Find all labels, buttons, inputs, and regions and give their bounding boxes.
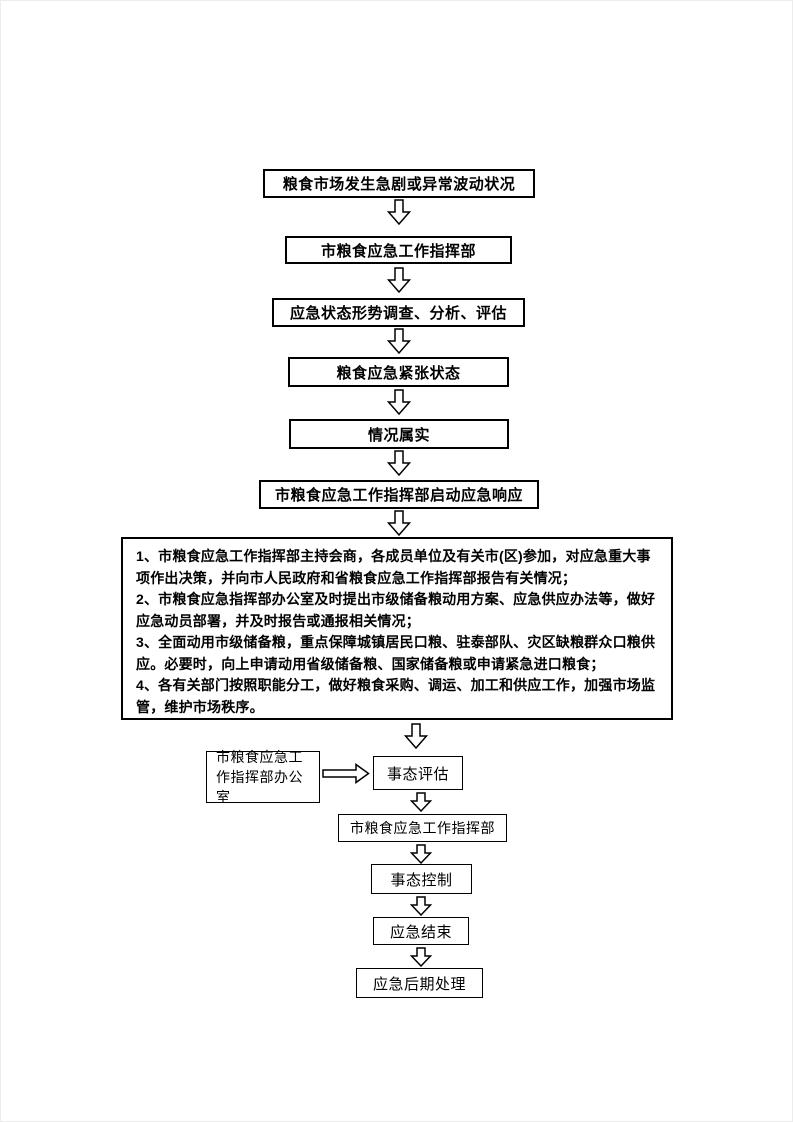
- measure-item-4: 4、各有关部门按照职能分工，做好粮食采购、调运、加工和供应工作，加强市场监管，维…: [136, 677, 656, 715]
- measure-item-3: 3、全面动用市级储备粮，重点保障城镇居民口粮、驻泰部队、灾区缺粮群众口粮供应。必…: [136, 634, 656, 672]
- step-box-post-processing: 应急后期处理: [356, 968, 483, 998]
- step-box-assessment: 事态评估: [373, 756, 463, 790]
- step-box-start-response: 市粮食应急工作指挥部启动应急响应: [259, 480, 539, 509]
- measure-item-1: 1、市粮食应急工作指挥部主持会商，各成员单位及有关市(区)参加，对应急重大事项作…: [136, 548, 651, 586]
- step-box-command-center: 市粮食应急工作指挥部: [285, 236, 512, 264]
- step-box-tension-state: 粮食应急紧张状态: [288, 357, 509, 387]
- down-arrow-icon: [410, 947, 432, 967]
- step-box-command-center-2: 市粮食应急工作指挥部: [338, 814, 507, 842]
- down-arrow-icon: [404, 723, 428, 749]
- down-arrow-icon: [387, 328, 411, 354]
- step-box-situation-verified: 情况属实: [289, 419, 509, 449]
- down-arrow-icon: [410, 792, 432, 812]
- response-measures-box: 1、市粮食应急工作指挥部主持会商，各成员单位及有关市(区)参加，对应急重大事项作…: [121, 537, 673, 720]
- step-box-emergency-end: 应急结束: [373, 917, 469, 945]
- measure-item-2: 2、市粮食应急指挥部办公室及时提出市级储备粮动用方案、应急供应办法等，做好应急动…: [136, 591, 656, 629]
- down-arrow-icon: [387, 199, 411, 225]
- step-box-investigation-analysis: 应急状态形势调查、分析、评估: [272, 298, 525, 327]
- step-box-market-fluctuation: 粮食市场发生急剧或异常波动状况: [263, 169, 535, 198]
- right-arrow-icon: [322, 763, 370, 784]
- command-office-label: 市粮食应急工作指挥部办公室: [216, 749, 303, 805]
- down-arrow-icon: [410, 844, 432, 864]
- down-arrow-icon: [410, 896, 432, 916]
- step-box-situation-control: 事态控制: [371, 864, 472, 894]
- down-arrow-icon: [387, 510, 411, 536]
- command-office-box: 市粮食应急工作指挥部办公室: [206, 749, 320, 805]
- down-arrow-icon: [387, 450, 411, 476]
- down-arrow-icon: [387, 267, 411, 293]
- down-arrow-icon: [387, 389, 411, 415]
